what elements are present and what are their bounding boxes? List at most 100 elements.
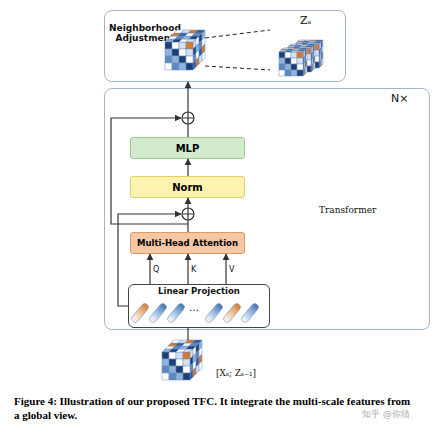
cube-cell: [202, 37, 205, 47]
cube-cell: [305, 60, 311, 66]
cube-cell: [186, 39, 196, 42]
input-feature: [Xₛ; Zₛ₋₁]: [160, 340, 290, 390]
token-capsule: [222, 302, 242, 323]
cube-cell: [301, 44, 307, 50]
node-label: Neighborhood Adjustment: [109, 23, 181, 44]
figure-caption: Figure 4: Illustration of our proposed T…: [14, 394, 414, 423]
token-capsule: [240, 302, 260, 323]
cube-cell: [313, 45, 314, 52]
cube-cell: [301, 43, 308, 44]
token-group: [130, 302, 260, 323]
cube-cell: [179, 56, 186, 63]
cube-cell: [297, 52, 303, 58]
cube-cell: [196, 57, 199, 67]
cube-cell: [303, 63, 304, 70]
cube-cell: [293, 49, 300, 50]
cube-cell: [169, 373, 176, 380]
cube-cell: [279, 64, 285, 70]
cube-cell: [313, 51, 314, 58]
text-holder: Norm: [131, 177, 244, 197]
feature-cubes: [162, 30, 323, 380]
cube-cell: [171, 33, 181, 36]
text-holder: Multi-Head Attention: [131, 233, 244, 253]
cube-cell: [301, 62, 307, 68]
cube-cell: [172, 39, 182, 42]
node-label: Transformer: [319, 205, 419, 215]
cube-cell: [286, 50, 293, 51]
cube-cell: [186, 56, 193, 63]
edge-layer: [150, 82, 226, 340]
cube-cell: [302, 42, 309, 43]
cube-cell: [297, 70, 303, 76]
cube-cell: [313, 43, 320, 44]
cube-cell: [311, 53, 312, 60]
cube-cell: [196, 364, 199, 374]
node-label: Linear Projection: [129, 287, 269, 297]
cube-cell: [289, 45, 296, 46]
cube-cell: [162, 359, 169, 366]
cube-cell: [307, 45, 314, 46]
cube-cell: [293, 48, 299, 54]
cube-cell: [319, 61, 320, 68]
cube-cell: [303, 41, 310, 42]
text-holder: MLP: [131, 138, 244, 158]
cube-cell: [293, 47, 300, 48]
node-label: N×: [391, 93, 425, 106]
cube-cell: [288, 46, 295, 47]
cube-cell: [172, 49, 179, 56]
cube-cell: [162, 366, 169, 373]
cube-cell: [182, 36, 192, 39]
cube-cell: [299, 47, 306, 48]
cube-cell: [162, 352, 169, 359]
cube-cell: [193, 346, 196, 356]
cube-cell: [322, 46, 323, 53]
cube-cell: [281, 49, 288, 50]
cube-cell: [306, 54, 307, 61]
cube-cell: [193, 367, 196, 377]
cube-cell: [285, 64, 291, 70]
cube-cell: [189, 343, 199, 346]
cube-cell: [291, 58, 297, 64]
cube-cell: [320, 60, 321, 67]
cube-cell: [306, 60, 307, 67]
cube-cell: [313, 50, 319, 56]
process-box: MLP: [130, 137, 245, 159]
cube-cell: [199, 40, 202, 50]
cube-cell: [296, 42, 303, 43]
cube-cell: [312, 52, 313, 59]
cube-cell: [300, 48, 307, 49]
cube-cell: [287, 60, 293, 66]
cube-cell: [179, 49, 186, 56]
connector-arrow: [187, 198, 188, 232]
cube-cell: [285, 51, 292, 52]
cube-cell: [304, 62, 305, 69]
cube-cell: [183, 349, 193, 352]
cube-cell: [304, 50, 305, 57]
connector-arrow: [225, 254, 226, 284]
cube-cell: [311, 65, 312, 72]
cube-cell: [179, 63, 186, 70]
cube-cell: [293, 66, 299, 72]
cube-cell: [190, 370, 193, 380]
cube-cell: [196, 50, 199, 60]
cube-cell: [310, 40, 317, 41]
cube-cell: [165, 42, 172, 49]
cube-cell: [299, 66, 305, 72]
cube-cell: [297, 41, 304, 42]
cube-cell: [314, 56, 315, 63]
cube-cell: [165, 49, 172, 56]
cube-cell: [168, 343, 178, 346]
cube-cell: [305, 55, 306, 62]
cube-cell: [320, 54, 321, 61]
cube-cell: [303, 69, 304, 76]
dashed-leader: [205, 30, 270, 38]
cube-cell: [169, 366, 176, 373]
cube-cell: [292, 50, 299, 51]
cube-cell: [196, 343, 199, 353]
cube-cell: [176, 352, 183, 359]
cube-cell: [303, 57, 304, 64]
cube-cell: [193, 39, 196, 49]
cube-cell: [319, 55, 320, 62]
